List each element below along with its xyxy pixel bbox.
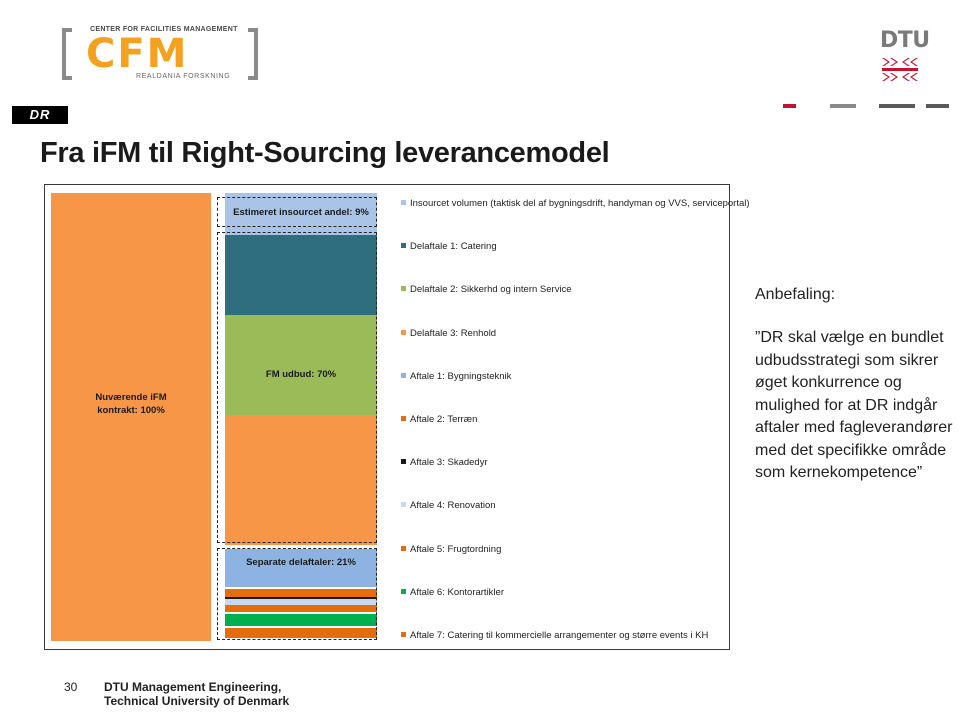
cfm-sub-text: REALDANIA FORSKNING <box>136 73 231 80</box>
legend-label: Aftale 3: Skadedyr <box>410 457 488 469</box>
chart: Nuværende iFM kontrakt: 100% Estimeret i… <box>44 184 750 650</box>
legend-swatch <box>401 632 406 637</box>
legend-swatch <box>401 502 406 508</box>
legend-item: Delaftale 3: Renhold <box>401 328 496 340</box>
cfm-top-text: CENTER FOR FACILITIES MANAGEMENT <box>90 26 238 33</box>
label-separate: Separate delaftaler: 21% <box>246 557 356 568</box>
seg-sikkerhed <box>225 315 377 415</box>
deco-bar-red <box>783 104 796 108</box>
legend-label: Delaftale 3: Renhold <box>410 327 497 339</box>
legend-swatch <box>401 545 406 551</box>
seg-catering <box>225 235 377 315</box>
seg-frugtordning <box>225 605 377 612</box>
seg-renovation <box>225 599 377 605</box>
cfm-logo: CENTER FOR FACILITIES MANAGEMENT CFM REA… <box>62 26 258 86</box>
page-number: 30 <box>64 680 78 694</box>
dtu-emblem-icon <box>882 58 918 81</box>
label-current-ifm: Nuværende iFM kontrakt: 100% <box>95 392 167 416</box>
footer-line-2: Technical University of Denmark <box>104 694 290 708</box>
legend-swatch <box>401 286 406 292</box>
cfm-bracket-right <box>248 28 258 80</box>
deco-bar-gray-2 <box>879 104 915 108</box>
legend-label: Aftale 4: Renovation <box>410 500 496 512</box>
legend-item: Aftale 7: Catering til kommercielle arra… <box>401 630 708 642</box>
legend-label: Aftale 6: Kontorartikler <box>410 586 504 598</box>
deco-bar-gray-3 <box>926 104 949 108</box>
legend-label: Insourcet volumen (taktisk del af bygnin… <box>410 198 750 209</box>
legend-swatch <box>401 588 406 594</box>
seg-kontorartikler <box>225 614 377 626</box>
legend-swatch <box>401 243 406 249</box>
seg-bygningsteknik <box>225 549 377 587</box>
legend-label: Delaftale 2: Sikkerhd og intern Service <box>410 284 572 296</box>
group-separate <box>217 548 377 640</box>
legend-label: Aftale 1: Bygningsteknik <box>410 370 512 382</box>
legend-label: Aftale 5: Frugtordning <box>410 543 502 555</box>
dtu-logo-text: DTU <box>880 28 930 53</box>
bar-current-ifm <box>51 193 211 641</box>
cfm-main-text: CFM <box>86 31 189 77</box>
legend-item: Aftale 2: Terræn <box>401 414 477 426</box>
seg-catering-events <box>225 628 377 638</box>
group-fm-udbud <box>217 232 377 543</box>
legend-label: Aftale 7: Catering til kommercielle arra… <box>410 630 709 641</box>
legend-item: Aftale 6: Kontorartikler <box>401 587 504 599</box>
legend-item: Delaftale 2: Sikkerhd og intern Service <box>401 284 572 296</box>
deco-bar-gray-1 <box>830 104 856 108</box>
legend-item: Aftale 4: Renovation <box>401 500 496 512</box>
dtu-logo: DTU <box>878 28 930 88</box>
dr-logo: DR <box>12 106 68 124</box>
label-fm-udbud: FM udbud: 70% <box>265 369 337 380</box>
legend-label: Aftale 2: Terræn <box>410 414 478 425</box>
label-insourcet: Estimeret insourcet andel: 9% <box>233 207 369 218</box>
legend-swatch <box>401 329 406 335</box>
slide-title: Fra iFM til Right-Sourcing leverancemode… <box>40 137 610 169</box>
seg-insourcet <box>225 193 377 235</box>
legend-swatch <box>401 459 406 465</box>
group-insourcet <box>217 197 377 227</box>
legend-item: Aftale 5: Frugtordning <box>401 544 501 556</box>
seg-renhold <box>225 415 377 545</box>
recommendation-text: ”DR skal vælge en bundlet udbudsstrategi… <box>755 329 953 481</box>
seg-skadedyr <box>225 597 377 599</box>
legend-swatch <box>401 416 406 421</box>
legend-item: Delaftale 1: Catering <box>401 241 497 253</box>
cfm-bracket-left <box>62 28 72 80</box>
legend-item: Aftale 3: Skadedyr <box>401 457 488 469</box>
legend-swatch <box>401 372 406 378</box>
legend-item: Insourcet volumen (taktisk del af bygnin… <box>401 198 750 210</box>
legend-swatch <box>401 200 406 205</box>
seg-terraen <box>225 589 377 597</box>
legend-label: Delaftale 1: Catering <box>410 241 497 253</box>
legend-item: Aftale 1: Bygningsteknik <box>401 371 511 383</box>
footer-text: DTU Management Engineering, Technical Un… <box>104 680 289 708</box>
footer-line-1: DTU Management Engineering, <box>104 680 282 694</box>
recommendation-heading: Anbefaling: <box>755 286 836 303</box>
